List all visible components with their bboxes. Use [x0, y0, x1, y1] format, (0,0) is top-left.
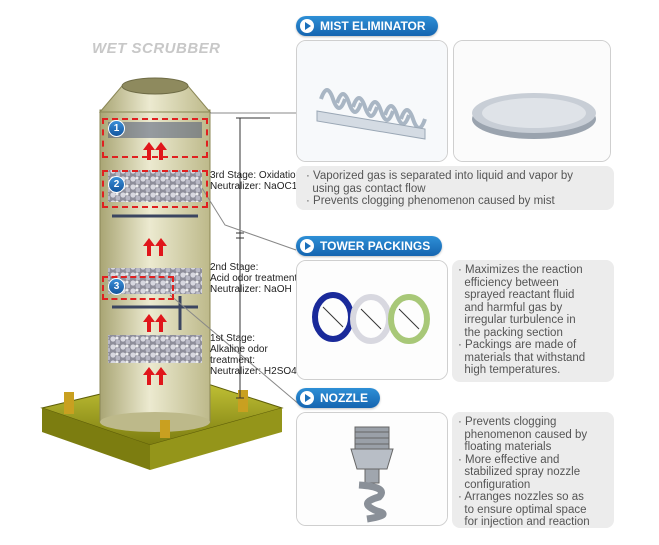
badge-3[interactable]: 3: [108, 278, 125, 295]
tower-packings-photo: [296, 260, 448, 380]
highlight-box-1: [102, 118, 208, 158]
mist-eliminator-photo-2: [453, 40, 611, 162]
nozzle-description: · Prevents clogging phenomenon caused by…: [452, 412, 614, 528]
highlight-box-3: [102, 276, 174, 300]
nozzle-photo: [296, 412, 448, 526]
tower-packings-description: · Maximizes the reaction efficiency betw…: [452, 260, 614, 382]
mist-eliminator-photo-1: [296, 40, 448, 162]
tower-body: [99, 109, 211, 423]
arrow-bullet-icon: [300, 391, 314, 405]
tower-packings-heading: TOWER PACKINGS: [296, 236, 443, 256]
arrow-bullet-icon: [300, 19, 314, 33]
stage-2-label: 2nd Stage: Acid odor treatment, Neutrali…: [210, 262, 301, 295]
mist-eliminator-heading: MIST ELIMINATOR: [296, 16, 438, 36]
badge-1[interactable]: 1: [108, 120, 125, 137]
arrow-bullet-icon: [300, 239, 314, 253]
nozzle-heading: NOZZLE: [296, 388, 380, 408]
stage-1-label: 1st Stage: Alkaline odor treatment: Neut…: [210, 333, 297, 377]
highlight-box-2: [102, 170, 208, 208]
mist-eliminator-description: · Vaporized gas is separated into liquid…: [296, 166, 614, 210]
diagram-title: WET SCRUBBER: [92, 40, 221, 57]
flow-arrows: [143, 142, 167, 385]
packing-bed-1: [108, 335, 202, 363]
stage-3-label: 3rd Stage: Oxidation, Neutralizer: NaOC1: [210, 170, 304, 192]
badge-2[interactable]: 2: [108, 176, 125, 193]
